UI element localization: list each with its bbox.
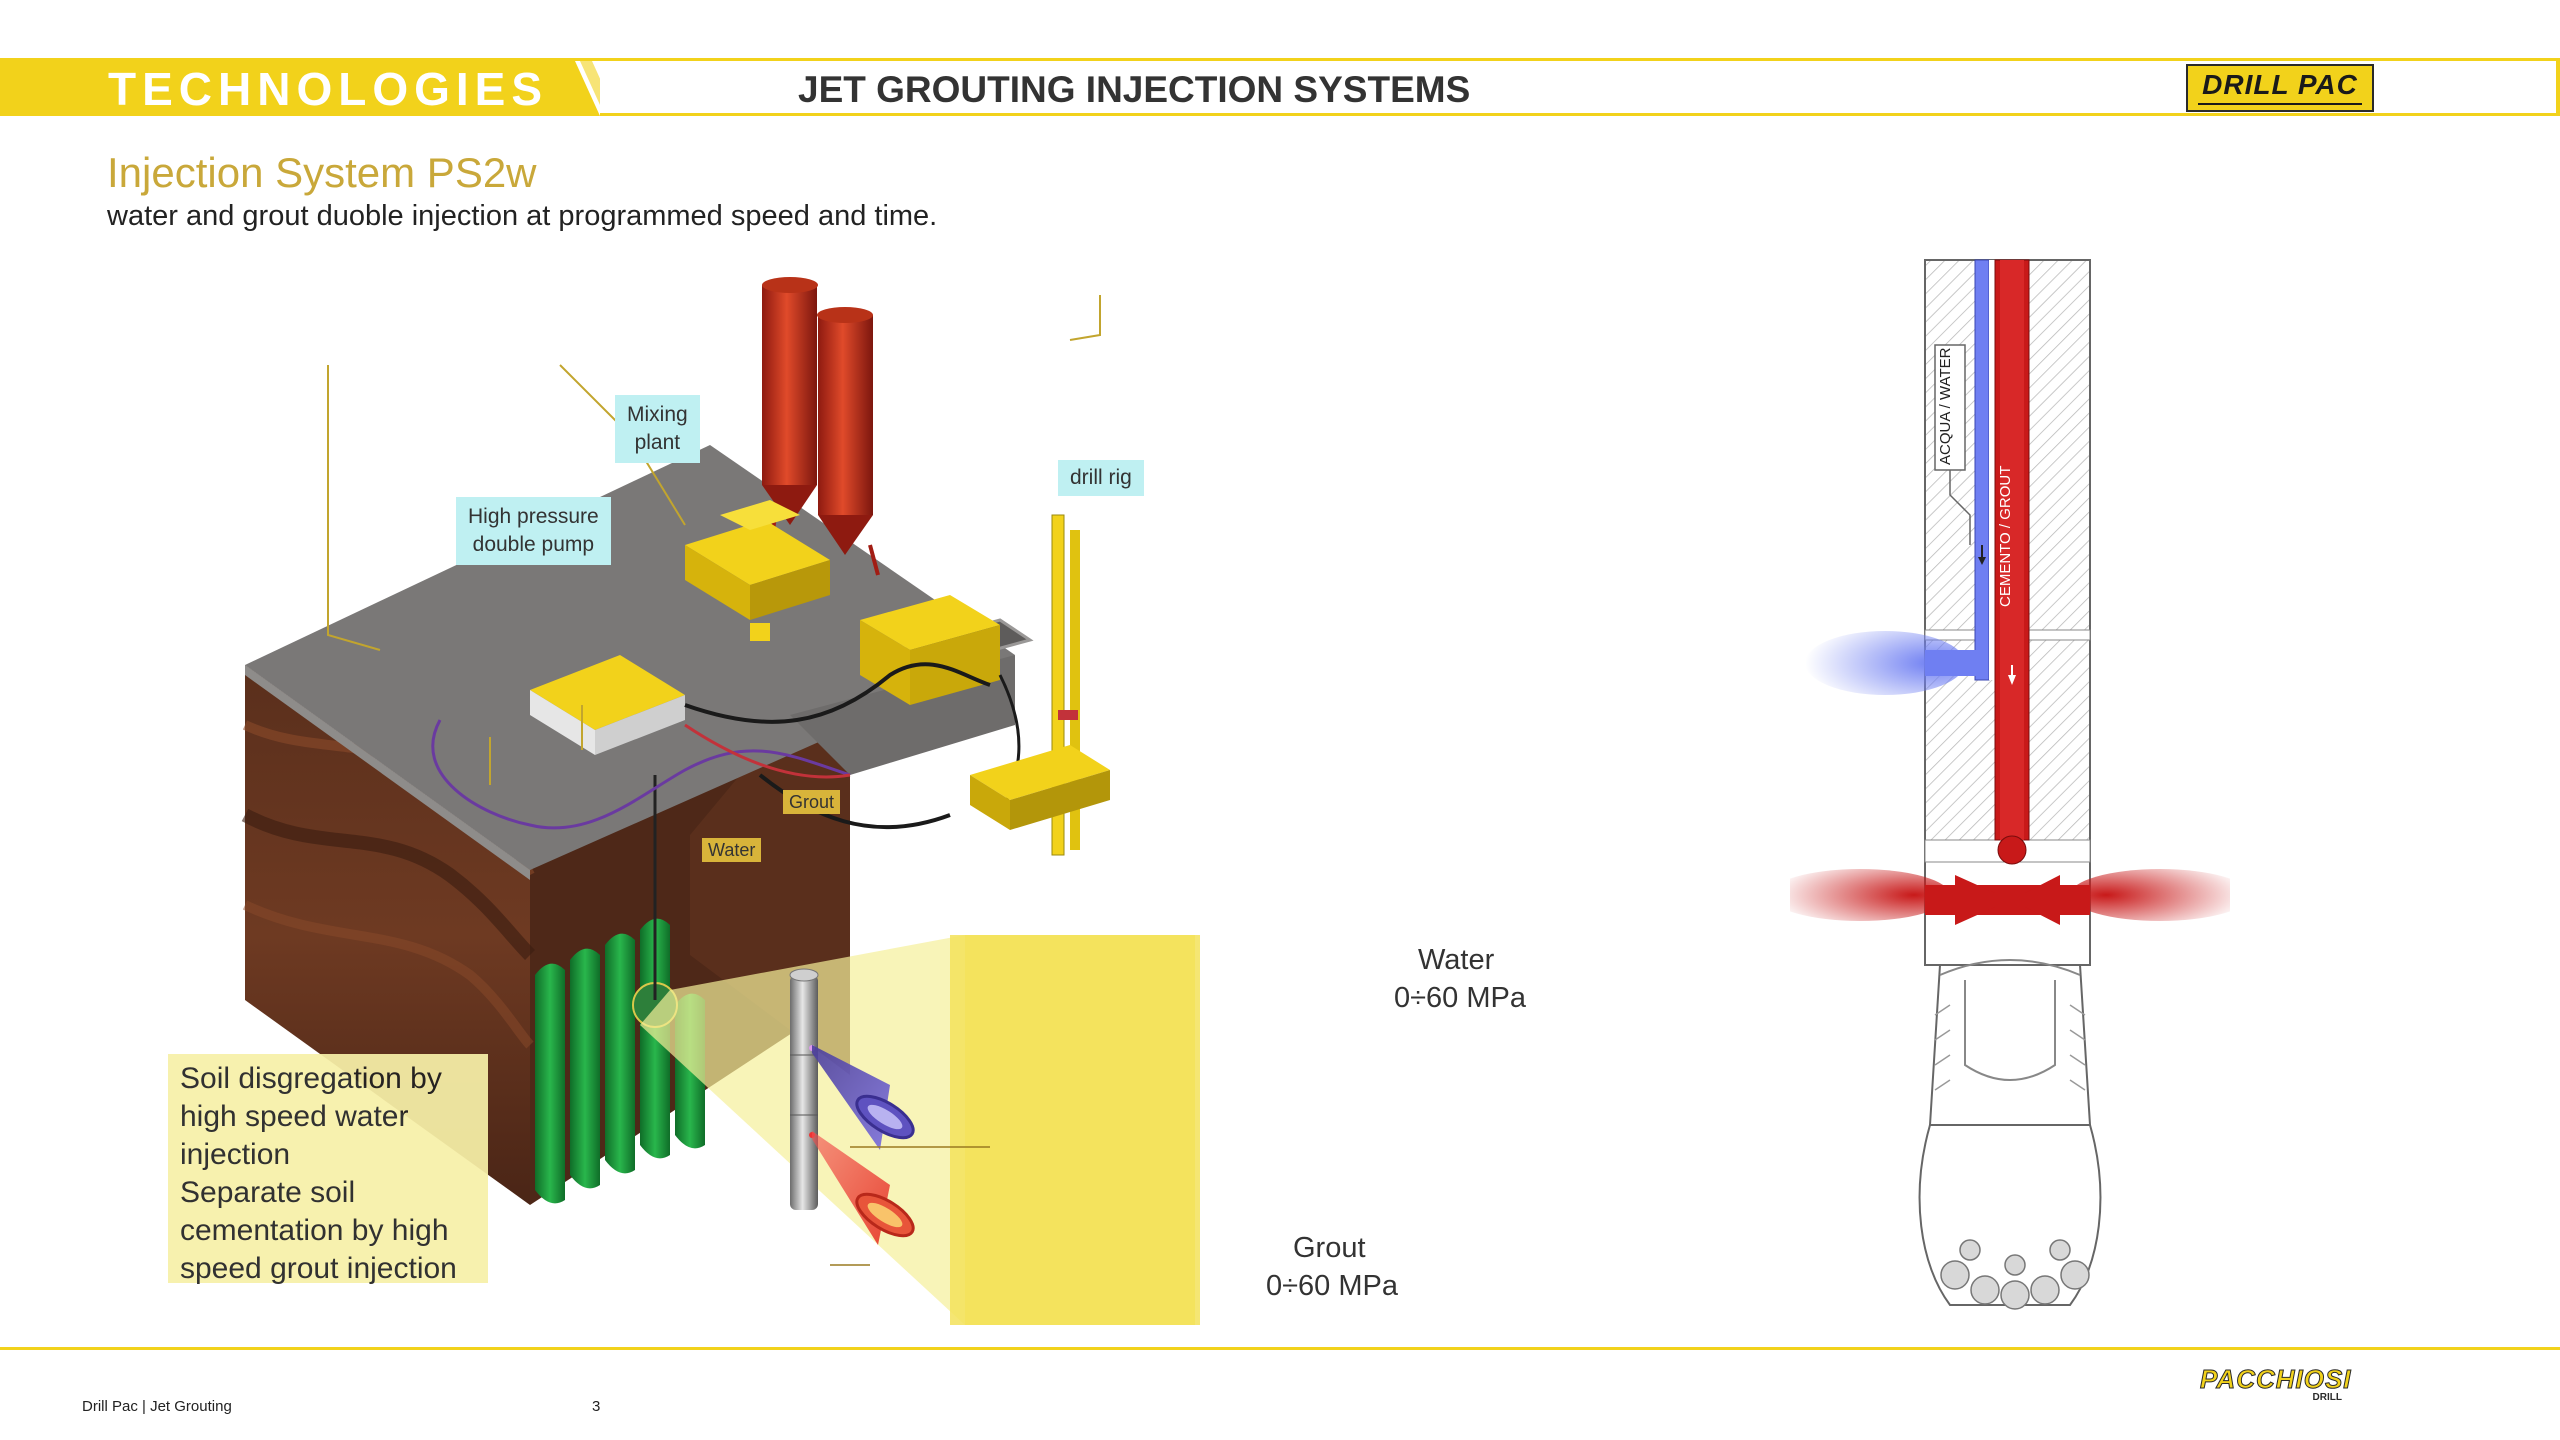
- grout-hose-tag: Grout: [783, 790, 841, 814]
- description-line: Soil disgregation by: [180, 1062, 442, 1095]
- process-description-box: Soil disgregation by high speed water in…: [168, 1054, 488, 1285]
- high-pressure-pump: [530, 655, 685, 755]
- pacchiosi-logo-text: PACCHIOSI: [2200, 1364, 2352, 1394]
- header-bottom-line: [600, 113, 2560, 116]
- description-line: injection: [180, 1138, 291, 1171]
- footer-document-name: Drill Pac | Jet Grouting: [82, 1398, 232, 1415]
- silos: [762, 277, 880, 576]
- description-line: Separate soil: [180, 1176, 356, 1209]
- description-line: speed grout injection: [180, 1252, 457, 1285]
- mixing-plant-label-line1: Mixing: [627, 403, 688, 426]
- zoom-grout-pressure: 0÷60 MPa: [1266, 1270, 1398, 1302]
- page-section-title: JET GROUTING INJECTION SYSTEMS: [798, 69, 1471, 110]
- grout-channel-label: CEMENTO / GROUT: [1997, 465, 2014, 607]
- mixing-plant: [685, 500, 830, 620]
- drill-rig-label: drill rig: [1070, 466, 1132, 489]
- water-hose-tag: Water: [702, 838, 762, 862]
- header-right-edge: [2556, 58, 2560, 116]
- pacchiosi-logo: PACCHIOSI DRILL: [2200, 1366, 2378, 1404]
- drill-rig: [970, 514, 1110, 856]
- mixing-plant-label-line2: plant: [634, 431, 681, 454]
- drillpac-logo-text: DRILL PAC: [2202, 69, 2358, 100]
- page-number: 3: [592, 1398, 601, 1415]
- jet-monitor-cross-section: [1790, 259, 2230, 1310]
- pump-label-line1: High pressure: [468, 505, 599, 528]
- description-line: cementation by high: [180, 1214, 449, 1247]
- description-line: high speed water: [180, 1100, 409, 1133]
- header-top-line: [0, 58, 2560, 61]
- jet-grouting-site-illustration: [241, 277, 1200, 1325]
- pacchiosi-logo-sub: DRILL: [2312, 1392, 2342, 1403]
- footer-line: [0, 1347, 2560, 1350]
- page-subtitle: water and grout duoble injection at prog…: [107, 200, 938, 232]
- drillpac-logo: DRILL PAC: [2186, 64, 2374, 112]
- section-label: TECHNOLOGIES: [108, 63, 549, 115]
- section-band: [0, 61, 600, 116]
- zoom-water-title: Water: [1418, 944, 1495, 976]
- zoom-grout-title: Grout: [1293, 1232, 1366, 1264]
- pump-label-line2: double pump: [472, 533, 595, 556]
- water-channel-label: ACQUA / WATER: [1937, 347, 1954, 465]
- page-title: Injection System PS2w: [107, 149, 537, 196]
- container: [860, 595, 1000, 705]
- drill-rig-callout: drill rig: [1058, 460, 1144, 496]
- pump-callout: High pressure double pump: [456, 497, 611, 565]
- mixing-plant-callout: Mixing plant: [615, 395, 700, 463]
- zoom-water-pressure: 0÷60 MPa: [1394, 982, 1526, 1014]
